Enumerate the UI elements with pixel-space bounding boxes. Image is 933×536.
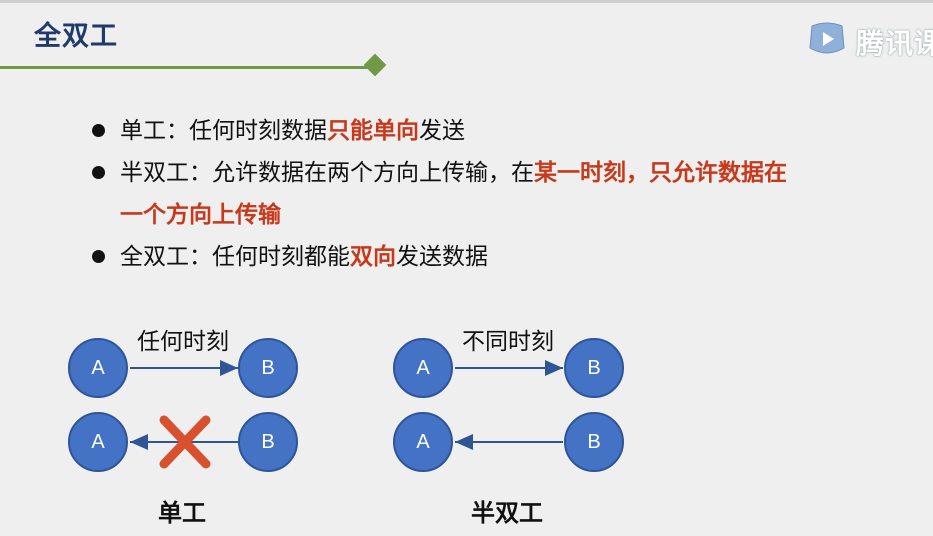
half-duplex-node-b-top: B xyxy=(564,338,624,398)
bullet-dot xyxy=(92,166,105,179)
bullet-half-duplex: 半双工：允许数据在两个方向上传输，在某一时刻，只允许数据在一个方向上传输 xyxy=(88,152,908,236)
title-underline xyxy=(0,66,375,69)
arrow-layer xyxy=(130,360,563,469)
tencent-classroom-logo: 腾讯课 xyxy=(806,18,933,62)
bullet-simplex: 单工：任何时刻数据只能单向发送 xyxy=(88,110,908,152)
slide-title: 全双工 xyxy=(34,21,118,52)
half-duplex-node-b-bottom: B xyxy=(564,412,624,472)
bullet-full-duplex: 全双工：任何时刻都能双向发送数据 xyxy=(88,236,908,278)
logo-text: 腾讯课 xyxy=(856,27,933,60)
blocked-cross-icon xyxy=(159,415,211,469)
half-duplex-label: 不同时刻 xyxy=(462,329,554,355)
simplex-label: 任何时刻 xyxy=(137,329,229,355)
play-icon xyxy=(809,22,845,54)
bullet-dot xyxy=(92,250,105,263)
simplex-node-a-top: A xyxy=(68,338,128,398)
half-duplex-node-a-top: A xyxy=(393,338,453,398)
simplex-node-b-bottom: B xyxy=(238,412,298,472)
highlight-text: 一个方向上传输 xyxy=(120,202,281,228)
bullet-dot xyxy=(92,124,105,137)
simplex-node-a-bottom: A xyxy=(68,412,128,472)
highlight-text: 某一时刻，只允许数据在 xyxy=(534,160,787,186)
half-duplex-caption: 半双工 xyxy=(471,499,543,527)
simplex-node-b-top: B xyxy=(238,338,298,398)
simplex-caption: 单工 xyxy=(158,499,206,527)
transmission-diagram: 任何时刻 A B A B 单工 不同时刻 A B A B 半双工 xyxy=(0,300,933,536)
bullet-list: 单工：任何时刻数据只能单向发送 半双工：允许数据在两个方向上传输，在某一时刻，只… xyxy=(88,110,908,278)
half-duplex-node-a-bottom: A xyxy=(393,412,453,472)
highlight-text: 双向 xyxy=(350,244,396,270)
diamond-ornament xyxy=(363,53,387,77)
top-border xyxy=(0,0,933,3)
highlight-text: 只能单向 xyxy=(327,118,419,144)
